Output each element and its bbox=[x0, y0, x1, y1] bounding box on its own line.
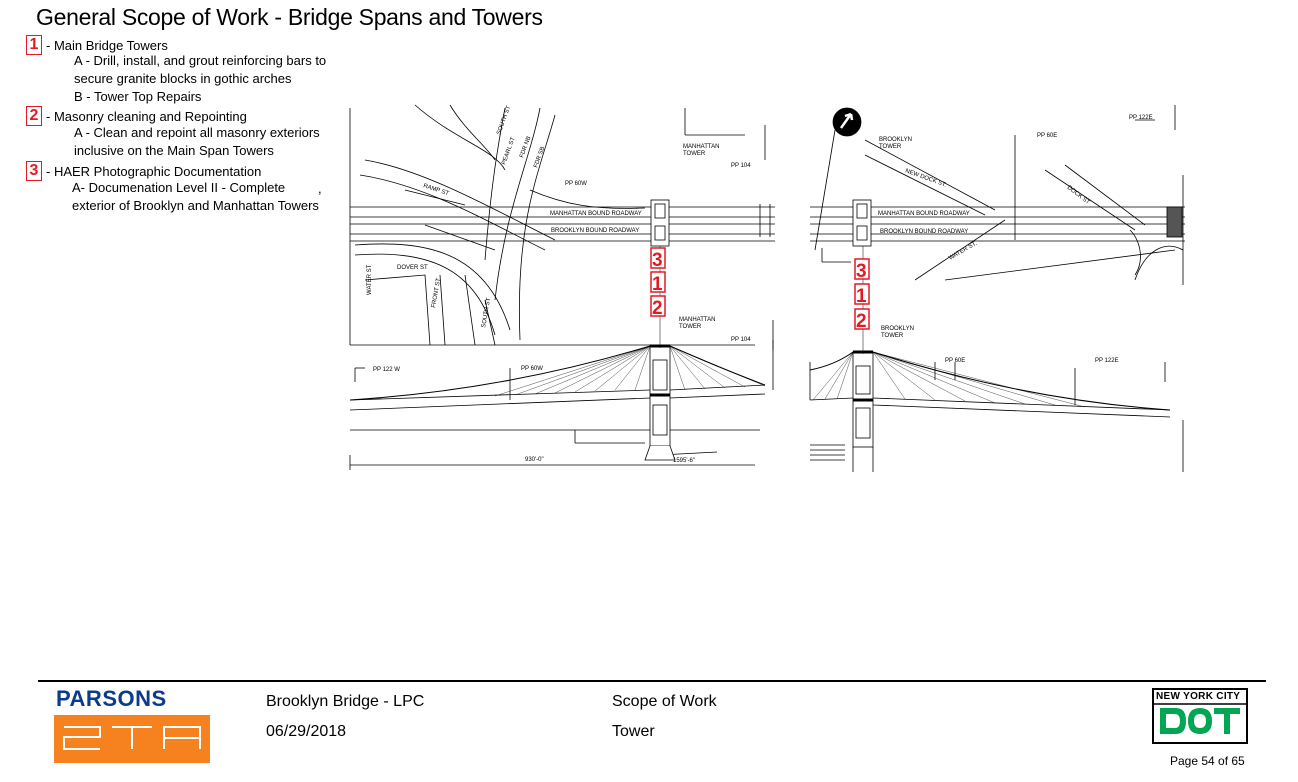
street-label-south-2: SOUTH ST bbox=[481, 297, 492, 328]
parsons-logo: PARSONS bbox=[56, 686, 167, 711]
tower-label-manhattan-plan-2: TOWER bbox=[683, 151, 706, 157]
legend-sub-3a-cont: exterior of Brooklyn and Manhattan Tower… bbox=[72, 198, 319, 213]
tower-label-brooklyn-plan: BROOKLYN bbox=[879, 137, 912, 143]
roadway-label-manhattan-right: MANHATTAN BOUND ROADWAY bbox=[878, 211, 970, 217]
pp-label-122e: PP 122E bbox=[1129, 115, 1153, 121]
footer-project: Brooklyn Bridge - LPC bbox=[266, 693, 425, 710]
tower-label-brooklyn-elev: BROOKLYN bbox=[881, 326, 914, 332]
legend-number-3: 3 bbox=[26, 161, 42, 181]
callout-2-brooklyn: 2 bbox=[856, 311, 867, 332]
pp-label-122e-elev: PP 122E bbox=[1095, 358, 1119, 364]
nyc-dot-logo bbox=[1152, 688, 1248, 744]
street-label-water-east: WATER ST. bbox=[948, 241, 978, 262]
roadway-label-brooklyn-right: BROOKLYN BOUND ROADWAY bbox=[880, 229, 968, 235]
pp-label-104: PP 104 bbox=[731, 163, 751, 169]
page-number: Page 54 of 65 bbox=[1170, 754, 1245, 768]
pp-label-122w-elev: PP 122 W bbox=[373, 367, 400, 373]
tower-label-brooklyn-plan-2: TOWER bbox=[879, 144, 902, 150]
callout-3-manhattan: 3 bbox=[652, 250, 663, 271]
tower-label-manhattan-elev-2: TOWER bbox=[679, 324, 702, 330]
street-label-front: FRONT ST bbox=[431, 278, 442, 309]
page-title: General Scope of Work - Bridge Spans and… bbox=[36, 4, 543, 30]
legend-number-2: 2 bbox=[26, 106, 42, 126]
legend-sub-1a-cont: secure granite blocks in gothic arches bbox=[74, 71, 292, 86]
tower-label-manhattan-elev: MANHATTAN bbox=[679, 317, 715, 323]
legend-sub-2a: A - Clean and repoint all masonry exteri… bbox=[74, 125, 320, 140]
legend-label-2: - Masonry cleaning and Repointing bbox=[46, 108, 247, 124]
sta-logo bbox=[54, 715, 210, 763]
nyc-dot-text: NEW YORK CITY bbox=[1156, 691, 1241, 702]
pp-label-104-elev: PP 104 bbox=[731, 337, 751, 343]
callout-stack-brooklyn: 3 1 2 bbox=[854, 246, 870, 354]
pp-label-60e: PP 60E bbox=[1037, 133, 1057, 139]
street-label-dock: DOCK ST bbox=[1066, 185, 1091, 206]
legend-sub-1b: B - Tower Top Repairs bbox=[74, 89, 202, 104]
roadway-label-brooklyn-left: BROOKLYN BOUND ROADWAY bbox=[551, 228, 639, 234]
footer-rule bbox=[38, 680, 1266, 682]
dimension-930: 930'-0" bbox=[525, 457, 544, 463]
legend-item-2: 2 - Masonry cleaning and Repointing bbox=[26, 106, 247, 126]
manhattan-tower-elevation bbox=[644, 344, 676, 461]
footer-date: 06/29/2018 bbox=[266, 723, 347, 740]
tower-label-manhattan-plan: MANHATTAN bbox=[683, 144, 719, 150]
tower-label-brooklyn-elev-2: TOWER bbox=[881, 333, 904, 339]
footer-subsection: Tower bbox=[612, 723, 655, 740]
street-label-south: SOUTH ST bbox=[496, 105, 512, 136]
brooklyn-tower-elevation bbox=[852, 350, 874, 472]
callout-3-brooklyn: 3 bbox=[856, 261, 867, 282]
street-label-pearl: PEARL ST bbox=[501, 136, 517, 165]
legend-sub-1a: A - Drill, install, and grout reinforcin… bbox=[74, 53, 327, 68]
roadway-label-manhattan-left: MANHATTAN BOUND ROADWAY bbox=[550, 211, 642, 217]
dimension-1595: 1595'-6" bbox=[673, 458, 695, 464]
pp-label-60e-elev: PP 60E bbox=[945, 358, 965, 364]
street-label-fdr-sb: FDR SB bbox=[533, 146, 546, 169]
stray-mark: , bbox=[318, 181, 322, 196]
legend-label-1: - Main Bridge Towers bbox=[46, 37, 168, 53]
street-label-water: WATER ST bbox=[367, 264, 373, 295]
callout-2-manhattan: 2 bbox=[652, 298, 663, 319]
legend-number-1: 1 bbox=[26, 35, 42, 55]
callout-stack-manhattan: 3 1 2 bbox=[650, 246, 666, 348]
legend-label-3: - HAER Photographic Documentation bbox=[46, 163, 262, 179]
callout-1-brooklyn: 1 bbox=[856, 286, 867, 307]
legend-item-1: 1 - Main Bridge Towers bbox=[26, 35, 168, 55]
cable-fan-right bbox=[812, 351, 1086, 408]
pp-label-60w: PP 60W bbox=[565, 181, 587, 187]
legend-sub-3a: A- Documenation Level II - Complete bbox=[72, 180, 286, 195]
street-label-dover: DOVER ST bbox=[397, 265, 428, 271]
footer-section: Scope of Work bbox=[612, 693, 717, 710]
bridge-drawing: SOUTH ST PEARL ST FDR NB FDR SB RAMP ST … bbox=[349, 104, 1185, 472]
legend-sub-2a-cont: inclusive on the Main Span Towers bbox=[74, 143, 274, 158]
callout-1-manhattan: 1 bbox=[652, 274, 663, 295]
legend-item-3: 3 - HAER Photographic Documentation bbox=[26, 161, 261, 181]
pp-label-60w-elev: PP 60W bbox=[521, 366, 543, 372]
